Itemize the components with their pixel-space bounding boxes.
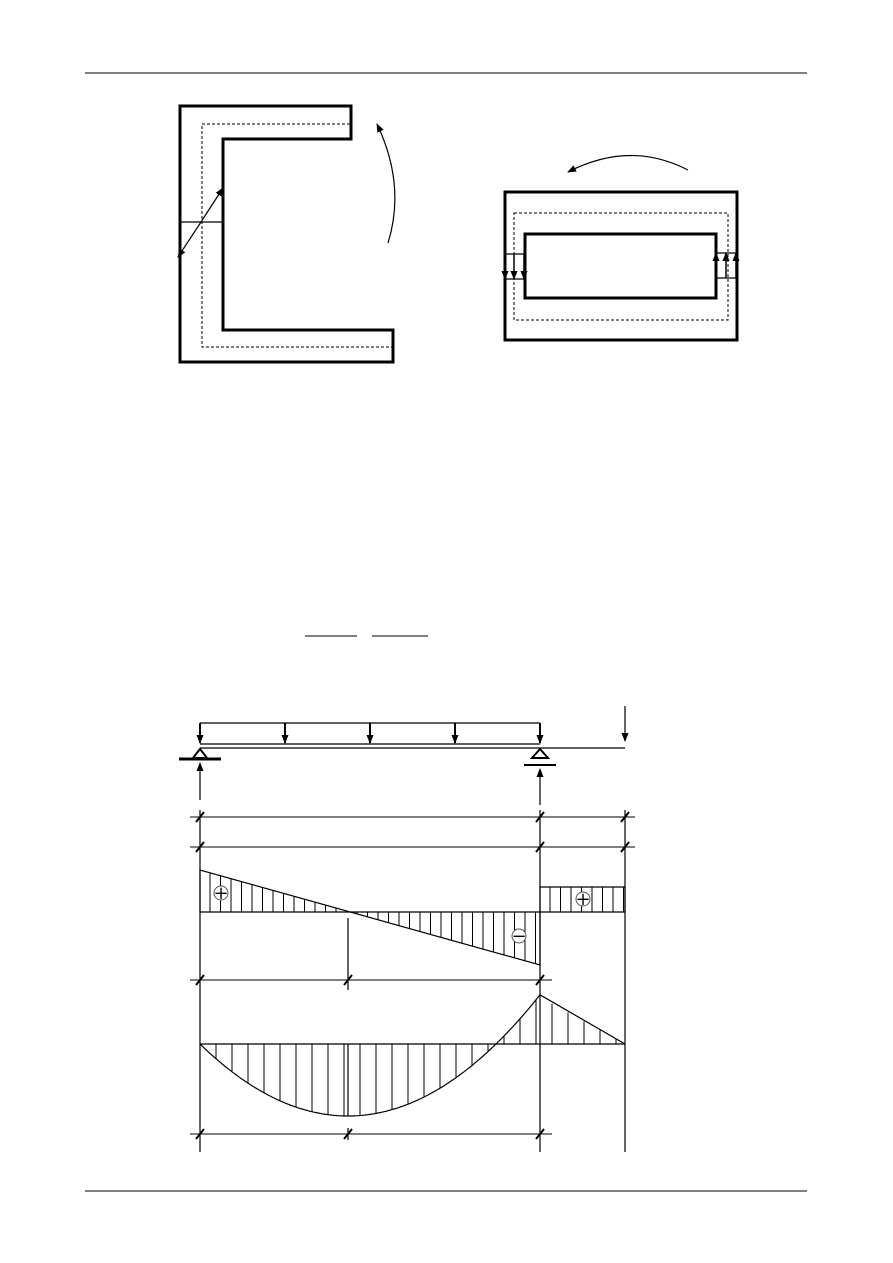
box-centerline [513, 212, 729, 321]
bending-moment-diagram [199, 994, 626, 1117]
sign-circle-positive [575, 891, 591, 907]
roller-support-right [529, 747, 551, 759]
extension-lines [199, 810, 626, 1152]
torque-curved-arrow-icon [567, 154, 689, 173]
shear-outline [199, 869, 626, 966]
beam-figure [179, 706, 629, 805]
box-outer-outline [503, 190, 739, 342]
sign-circle-negative [511, 928, 527, 944]
shear-flow-arrow-up [200, 187, 224, 223]
moment-outline [199, 994, 626, 1117]
channel-centerline [201, 123, 393, 348]
dimension-lines [190, 811, 635, 1140]
pin-support-left [190, 747, 210, 759]
sign-positive: + [213, 883, 228, 904]
sign-positive: + [575, 889, 590, 910]
torque-curved-arrow-icon [376, 123, 396, 244]
sign-circle-positive [213, 885, 229, 901]
shear-flow-arrow-down [177, 221, 202, 258]
channel-section-figure [177, 104, 396, 364]
box-inner-outline [523, 232, 718, 300]
shear-force-diagram: + − + [199, 869, 626, 990]
box-section-figure [501, 154, 740, 342]
channel-outline [178, 104, 395, 364]
sign-negative: − [511, 926, 526, 947]
